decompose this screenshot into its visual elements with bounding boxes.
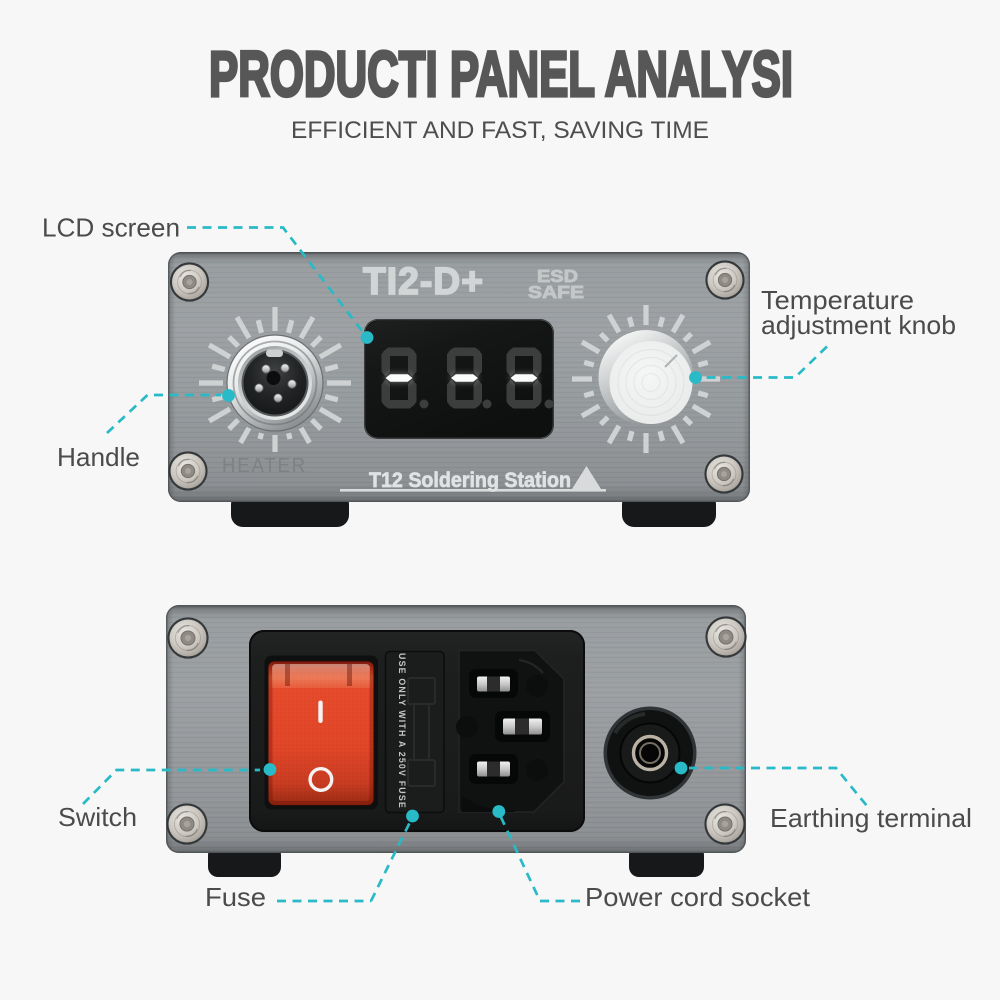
svg-text:SAFE: SAFE	[528, 282, 584, 302]
svg-text:Power cord socket: Power cord socket	[585, 882, 811, 912]
svg-text:EFFICIENT AND FAST, SAVING TIM: EFFICIENT AND FAST, SAVING TIME	[291, 117, 709, 144]
svg-text:USE ONLY WITH A 250V FUSE: USE ONLY WITH A 250V FUSE	[397, 653, 407, 809]
svg-text:Fuse: Fuse	[205, 882, 266, 912]
svg-text:Switch: Switch	[58, 802, 137, 832]
svg-text:Temperature: Temperature	[761, 285, 914, 315]
svg-text:Handle: Handle	[57, 442, 140, 472]
svg-text:T12 Soldering Station: T12 Soldering Station	[369, 468, 571, 492]
svg-text:HEATER: HEATER	[222, 454, 307, 477]
svg-text:Earthing terminal: Earthing terminal	[770, 803, 972, 833]
svg-text:PRODUCTI PANEL ANALYSI: PRODUCTI PANEL ANALYSI	[209, 38, 793, 110]
svg-text:TI2-D+: TI2-D+	[363, 261, 484, 303]
svg-text:adjustment knob: adjustment knob	[761, 310, 956, 340]
svg-text:ESD: ESD	[537, 266, 578, 286]
svg-text:LCD screen: LCD screen	[42, 213, 180, 243]
